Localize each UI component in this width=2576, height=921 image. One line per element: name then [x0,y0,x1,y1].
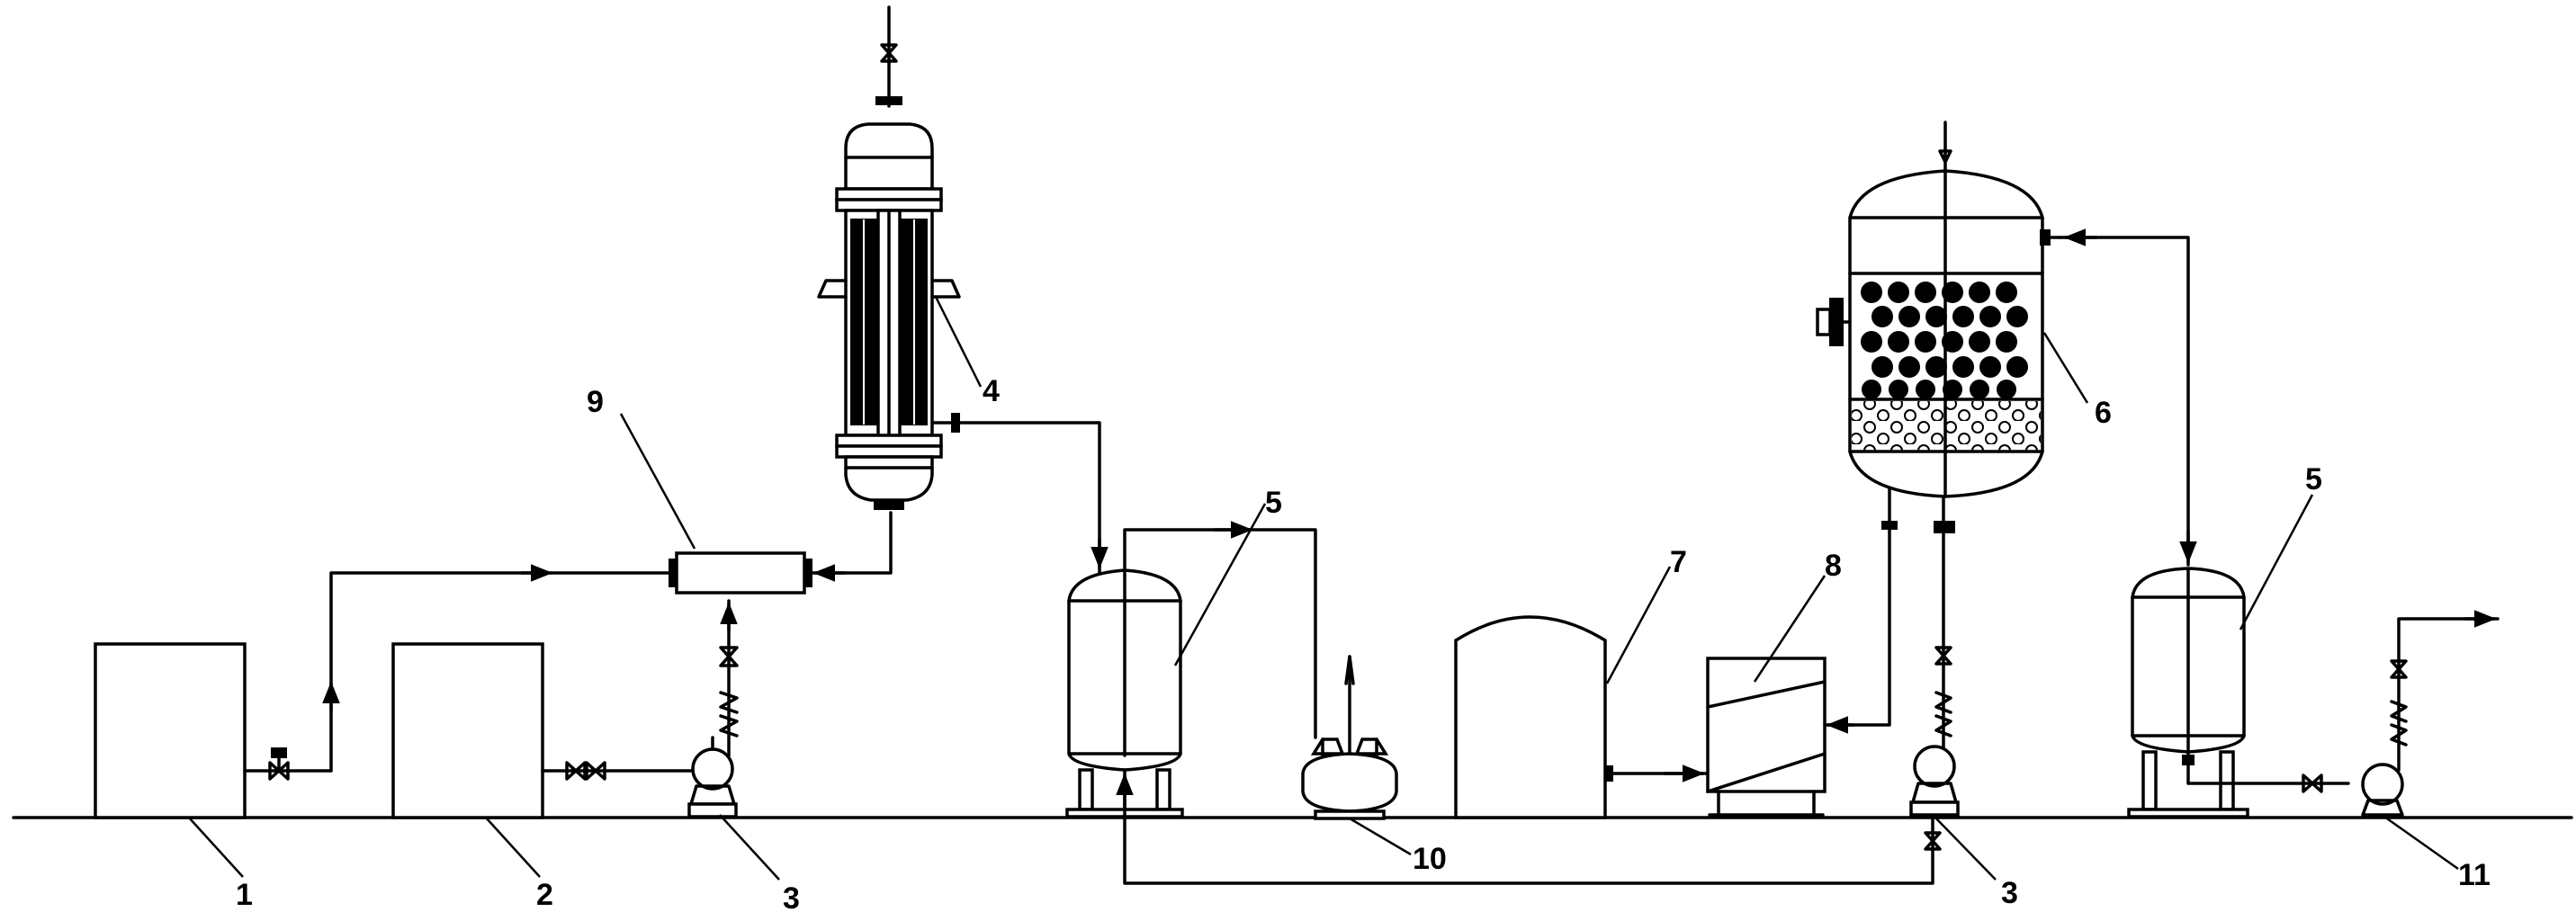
check-valve-icon [1934,714,1952,738]
check-valve-icon [2390,700,2408,723]
packing-balls [1861,282,2028,399]
label-pump-3-right: 3 [2001,876,2018,910]
pipe-pump-to-exchanger [719,599,739,757]
pipe-exchanger-to-reactor [810,511,893,582]
leader-lines [188,296,2459,881]
gate-valve-icon [2390,659,2408,679]
label-column-6: 6 [2095,396,2112,430]
label-tank-7: 7 [1670,545,1687,579]
gate-valve-icon [1924,831,1942,851]
check-valve-icon [719,691,739,714]
label-unit-10: 10 [1413,842,1447,876]
label-buffer-tank-5-right: 5 [2305,462,2322,496]
check-valve-icon [1934,691,1952,714]
storage-tank-7 [1454,615,1607,819]
dryer-unit-8 [1706,657,1827,817]
pipe-bottom-return-line [1116,768,1942,885]
label-pump-3-left: 3 [783,881,800,916]
raw-material-tank-2 [391,642,544,819]
raw-material-tank-1 [94,642,247,819]
feed-pump-3-right [1909,745,1960,817]
photo-reactor-4 [817,5,961,510]
gate-valve-icon [880,43,898,63]
label-tank-1: 1 [236,878,253,912]
check-valve-icon [2390,723,2408,747]
label-exchanger-9: 9 [587,385,604,419]
label-reactor-4: 4 [983,374,1000,408]
adsorption-column-6 [1816,121,2062,498]
pipe-reactor-to-buffer-tank [957,421,1108,577]
pipe-tank2-to-pump [541,761,695,781]
label-buffer-tank-5-left: 5 [1265,486,1282,520]
pipe-buffer-tank-to-pump-11 [2182,750,2350,793]
feed-pump-3-left [687,736,738,818]
label-unit-8: 8 [1825,549,1842,583]
pipe-pump-to-column [1934,493,1955,750]
gate-valve-icon [565,761,587,781]
gate-valve-icon [2302,773,2323,793]
pipe-column-to-unit-8 [1823,484,1898,734]
pipe-tank1-to-exchanger [243,564,678,781]
gate-valve-icon [1934,646,1952,666]
control-valve-icon [268,747,290,781]
pipe-pump-11-discharge [2390,610,2500,772]
heat-exchanger-9 [669,551,812,595]
discharge-pump-11 [2361,763,2404,817]
gate-valve-icon [585,761,606,781]
check-valve-icon [719,714,739,738]
label-pump-11: 11 [2458,858,2491,892]
pipe-buffer-tank-to-unit-10 [1123,521,1317,739]
pipe-column-to-buffer-tank-right [2059,228,2197,567]
buffer-tank-5-right [2127,567,2249,818]
gate-valve-icon [719,646,739,667]
pipe-tank7-to-unit-8 [1603,765,1710,782]
label-tank-2: 2 [536,878,553,912]
